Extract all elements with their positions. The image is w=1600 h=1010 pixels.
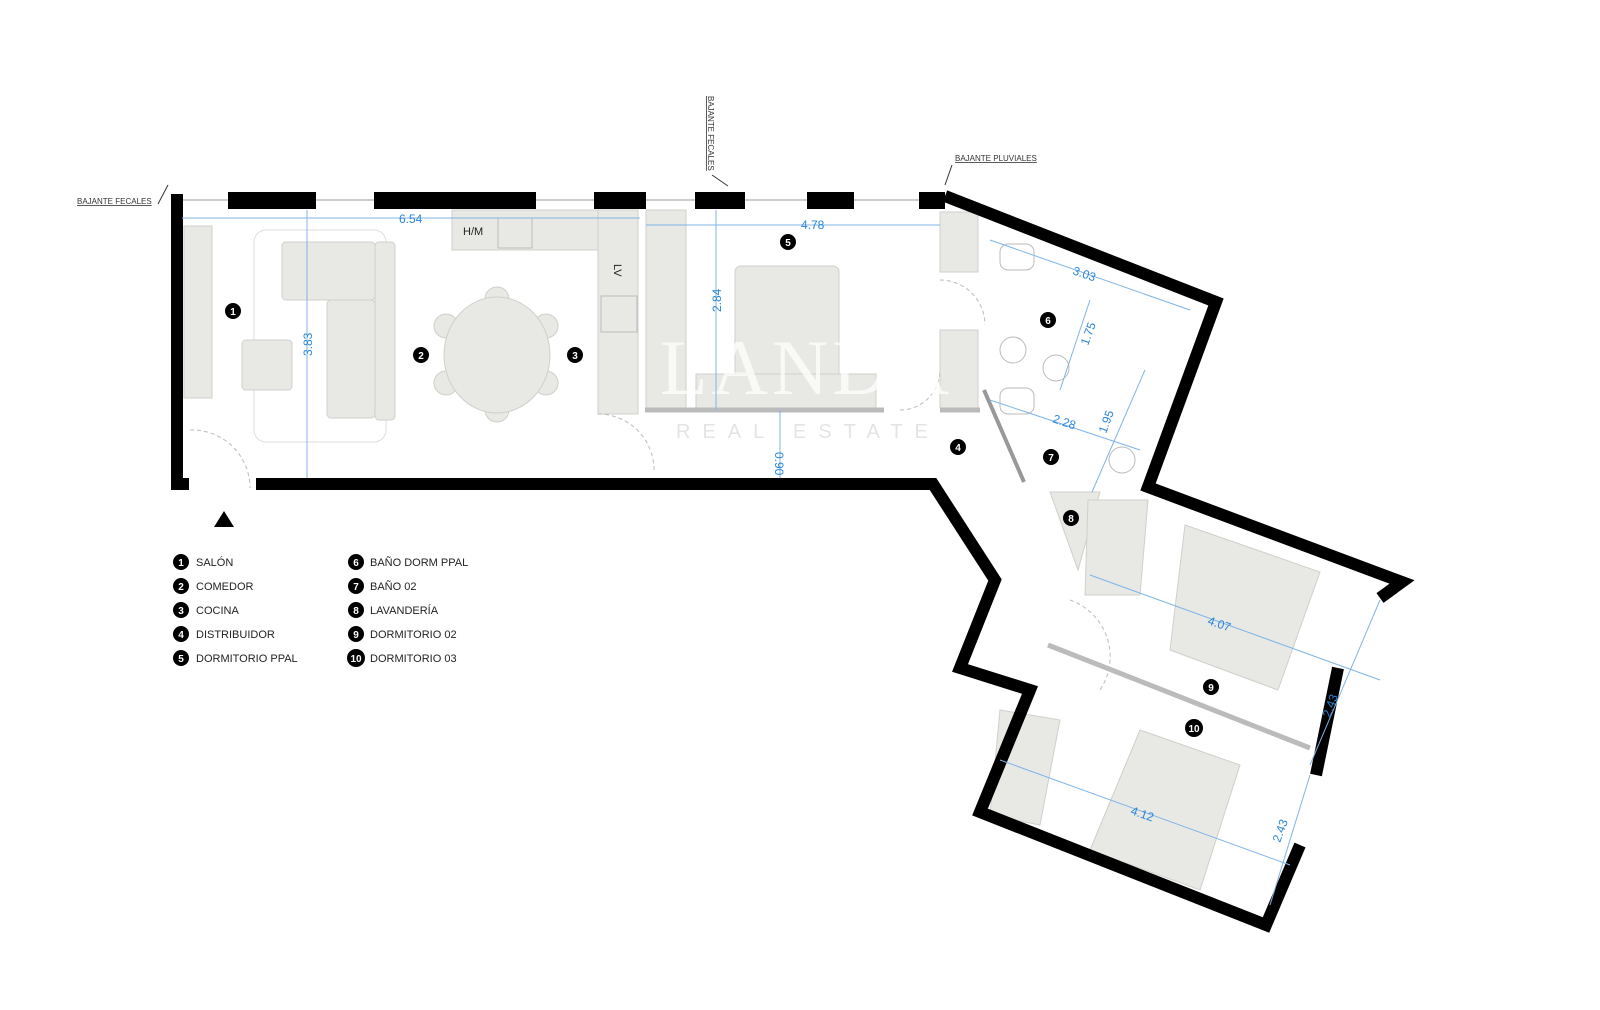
sofa-back: [281, 241, 376, 301]
rooms-4-num: 5: [785, 238, 791, 249]
cooktop: [600, 295, 638, 333]
rooms-1-name: COMEDOR: [196, 581, 254, 593]
rooms-0-num: 1: [230, 307, 236, 318]
watermark: LANDA REAL ESTATE: [660, 324, 953, 443]
bed-02: [1169, 524, 1321, 691]
dining-table: [433, 286, 559, 423]
sofa-arm: [374, 241, 396, 421]
rooms-5-name: BAÑO DORM PPAL: [370, 556, 468, 569]
toilet-1: [999, 243, 1035, 271]
annotation-top-downpipe: BAJANTE FECALES: [706, 96, 715, 171]
walls: [171, 190, 1415, 933]
dimension-label: 2.43: [1320, 692, 1341, 719]
rooms-6-num: 7: [353, 582, 359, 593]
rooms-8-num: 9: [353, 630, 359, 641]
dimension-label: 2.84: [710, 288, 724, 312]
room-marker-3: 3: [567, 347, 583, 363]
tv-unit: [183, 225, 213, 399]
legend-item-9: 9 DORMITORIO 02: [348, 626, 457, 642]
toilet-2: [999, 387, 1035, 415]
dimension-label: 1.95: [1096, 408, 1117, 435]
rooms-1-num: 2: [178, 582, 184, 593]
windows-top: [228, 192, 945, 209]
rooms-3-num: 4: [955, 443, 961, 454]
rooms-0-name: SALÓN: [196, 556, 233, 569]
kitchen-counter-side: [597, 209, 639, 415]
dishwasher-label: LV: [611, 264, 623, 277]
legend-item-7: 7 BAÑO 02: [348, 578, 416, 594]
sofa-seat: [326, 299, 376, 419]
rooms-9-name: DORMITORIO 03: [370, 653, 457, 665]
dimension-label: 4.78: [801, 218, 825, 232]
rooms-8-num: 9: [1208, 683, 1214, 694]
room-marker-4: 4: [950, 439, 966, 455]
rooms-9-num: 10: [350, 654, 362, 665]
closet-3: [1084, 499, 1149, 596]
room-marker-1: 1: [225, 303, 241, 319]
rooms-6-name: BAÑO 02: [370, 580, 416, 593]
room-markers: 1 2 3 4 5 6 7 8 9 10: [225, 234, 1219, 737]
dimension-label: 2.28: [1051, 412, 1078, 433]
room-marker-7: 7: [1043, 449, 1059, 465]
legend-item-4: 4 DISTRIBUIDOR: [173, 626, 275, 642]
rooms-6-num: 7: [1048, 453, 1054, 464]
rooms-5-num: 6: [353, 558, 359, 569]
partitions: [189, 279, 1311, 751]
rooms-7-name: LAVANDERÍA: [370, 604, 439, 617]
furniture: [183, 209, 1321, 891]
bed-03: [1089, 729, 1241, 891]
rooms-5-num: 6: [1045, 316, 1051, 327]
annotations: BAJANTE FECALES BAJANTE FECALES BAJANTE …: [77, 96, 1037, 277]
rooms-4-name: DORMITORIO PPAL: [196, 653, 298, 665]
legend: 1 SALÓN 2 COMEDOR 3 COCINA 4 DISTRIBUIDOR 5 D…: [173, 554, 468, 667]
rooms-1-num: 2: [418, 351, 424, 362]
legend-item-6: 6 BAÑO DORM PPAL: [348, 554, 468, 570]
rooms-2-name: COCINA: [196, 605, 239, 617]
rooms-4-num: 5: [178, 654, 184, 665]
annotation-left-downpipe: BAJANTE FECALES: [77, 197, 152, 206]
rooms-2-num: 3: [178, 606, 184, 617]
basin-3: [1108, 446, 1136, 474]
closet-1: [939, 211, 979, 273]
legend-item-2: 2 COMEDOR: [173, 578, 254, 594]
basin-2: [1042, 354, 1070, 382]
room-marker-5: 5: [780, 234, 796, 250]
washer-dryer-label: H/M: [463, 226, 483, 238]
entrance-arrow-icon: [214, 511, 234, 527]
rooms-9-num: 10: [1188, 724, 1200, 735]
basin-1: [999, 336, 1027, 364]
watermark-brand: LANDA: [660, 324, 953, 411]
dimension-label: 6.54: [399, 212, 423, 226]
ottoman: [241, 339, 293, 391]
rooms-3-num: 4: [178, 630, 184, 641]
room-marker-2: 2: [413, 347, 429, 363]
rooms-7-num: 8: [1068, 514, 1074, 525]
room-marker-9: 9: [1203, 679, 1219, 695]
watermark-tagline: REAL ESTATE: [676, 421, 940, 443]
legend-item-8: 8 LAVANDERÍA: [348, 602, 439, 618]
legend-item-3: 3 COCINA: [173, 602, 239, 618]
rooms-3-name: DISTRIBUIDOR: [196, 629, 275, 641]
rooms-8-name: DORMITORIO 02: [370, 629, 457, 641]
dimension-label: 2.43: [1270, 817, 1291, 844]
dimension-label: 3.83: [301, 332, 315, 356]
rooms-0-num: 1: [178, 558, 184, 569]
legend-item-5: 5 DORMITORIO PPAL: [173, 650, 298, 666]
legend-item-10: 10 DORMITORIO 03: [347, 649, 457, 667]
annotation-rain-downpipe: BAJANTE PLUVIALES: [955, 154, 1037, 163]
room-marker-10: 10: [1185, 719, 1203, 737]
room-marker-8: 8: [1063, 510, 1079, 526]
dimension-label: 3.03: [1071, 264, 1098, 285]
closet-2: [939, 329, 979, 409]
dimension-label: 1.75: [1078, 320, 1099, 347]
room-marker-6: 6: [1040, 312, 1056, 328]
legend-item-1: 1 SALÓN: [173, 554, 233, 570]
rooms-2-num: 3: [572, 351, 578, 362]
rooms-7-num: 8: [353, 606, 359, 617]
dimension-label: 0.90: [772, 452, 786, 476]
